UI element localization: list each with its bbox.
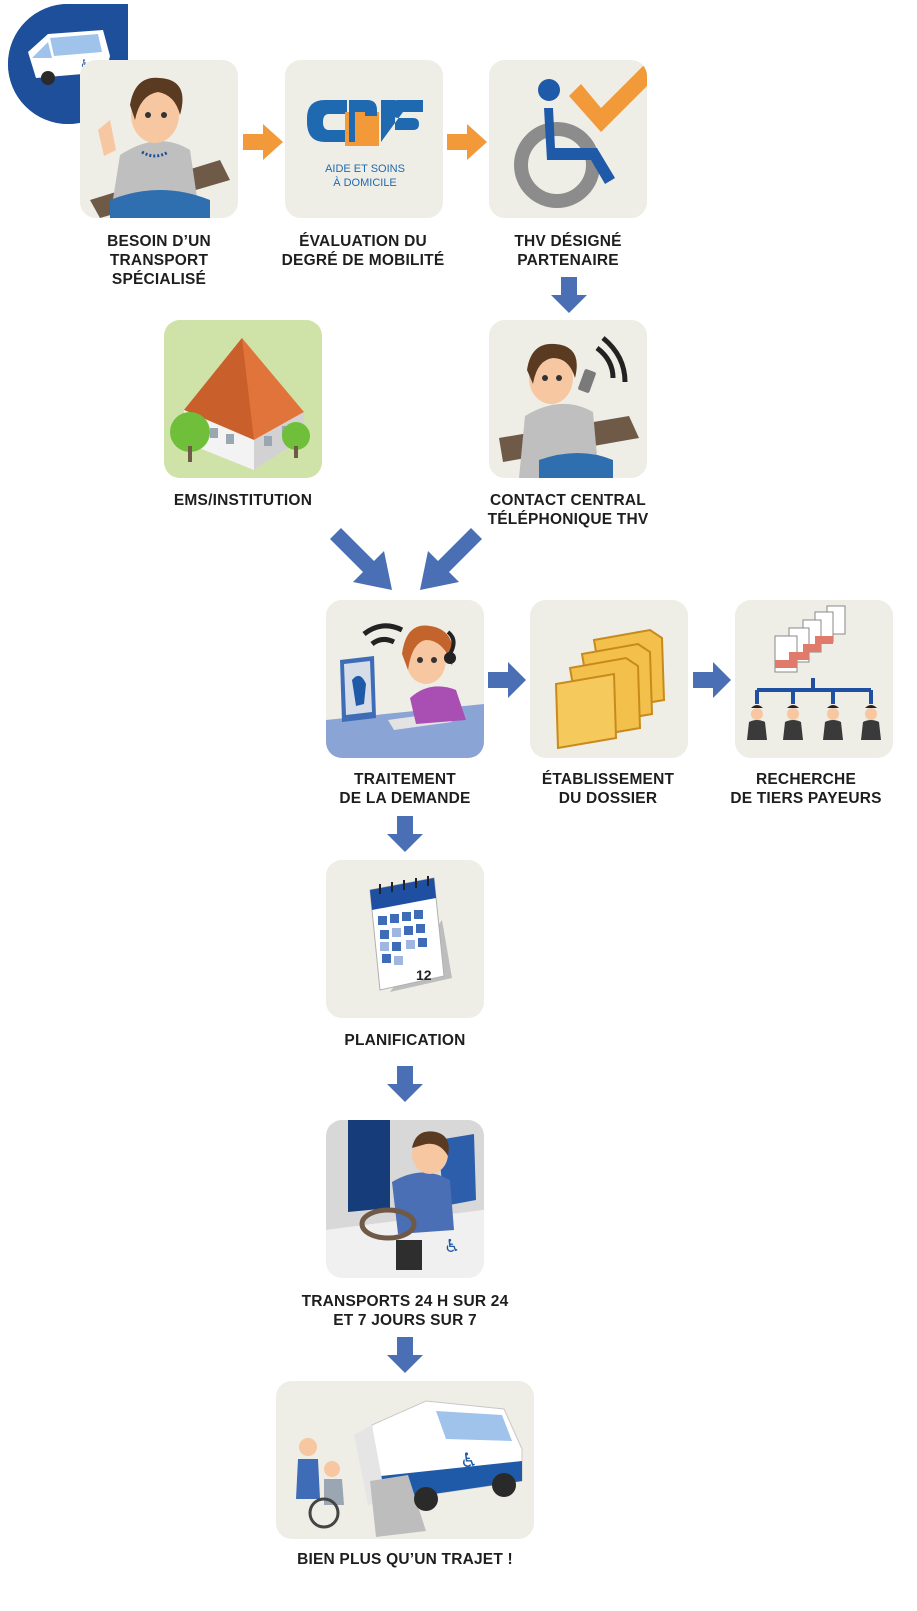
tile-contact bbox=[489, 320, 647, 478]
arrow-down-blue-3 bbox=[387, 1066, 423, 1102]
tile-thv bbox=[489, 60, 647, 218]
arrow-right-blue-1 bbox=[488, 662, 526, 698]
svg-text:♿: ♿ bbox=[444, 1236, 460, 1257]
tile-traitement bbox=[326, 600, 484, 758]
tile-transports: ♿ bbox=[326, 1120, 484, 1278]
tile-planification: 12 bbox=[326, 860, 484, 1018]
tile-ems bbox=[164, 320, 322, 478]
label-traitement: TRAITEMENT DE LA DEMANDE bbox=[339, 771, 471, 807]
tile-evaluation: AIDE ET SOINS À DOMICILE bbox=[285, 60, 443, 218]
label-trajet: BIEN PLUS QU’UN TRAJET ! bbox=[297, 1551, 513, 1568]
tile-dossier bbox=[530, 600, 688, 758]
arrow-diagonal-left bbox=[330, 528, 392, 590]
label-evaluation: ÉVALUATION DU DEGRÉ DE MOBILITÉ bbox=[281, 233, 445, 269]
arrow-down-blue-1 bbox=[551, 277, 587, 313]
tile-trajet: ♿ bbox=[276, 1381, 534, 1539]
label-tiers: RECHERCHE DE TIERS PAYEURS bbox=[730, 771, 882, 807]
label-thv: THV DÉSIGNÉ PARTENAIRE bbox=[514, 233, 622, 269]
arrow-right-blue-2 bbox=[693, 662, 731, 698]
svg-text:♿: ♿ bbox=[460, 1448, 478, 1472]
tile-tiers bbox=[735, 600, 893, 758]
label-transports: TRANSPORTS 24 H SUR 24 ET 7 JOURS SUR 7 bbox=[301, 1293, 509, 1329]
arrow-diagonal-right bbox=[420, 528, 482, 590]
arrow-right-orange-1 bbox=[243, 124, 283, 160]
cms-logo-line1: AIDE ET SOINS bbox=[325, 163, 405, 175]
label-besoin: BESOIN D’UN TRANSPORT SPÉCIALISÉ bbox=[107, 233, 211, 288]
label-contact: CONTACT CENTRAL TÉLÉPHONIQUE THV bbox=[487, 492, 649, 528]
arrow-down-blue-2 bbox=[387, 816, 423, 852]
label-dossier: ÉTABLISSEMENT DU DOSSIER bbox=[541, 771, 675, 807]
calendar-day: 12 bbox=[416, 967, 432, 983]
cms-logo-line2: À DOMICILE bbox=[333, 176, 397, 189]
label-planification: PLANIFICATION bbox=[344, 1032, 466, 1049]
tile-besoin bbox=[80, 60, 238, 218]
arrow-down-blue-4 bbox=[387, 1337, 423, 1373]
label-ems: EMS/INSTITUTION bbox=[173, 492, 313, 509]
arrow-right-orange-2 bbox=[447, 124, 487, 160]
